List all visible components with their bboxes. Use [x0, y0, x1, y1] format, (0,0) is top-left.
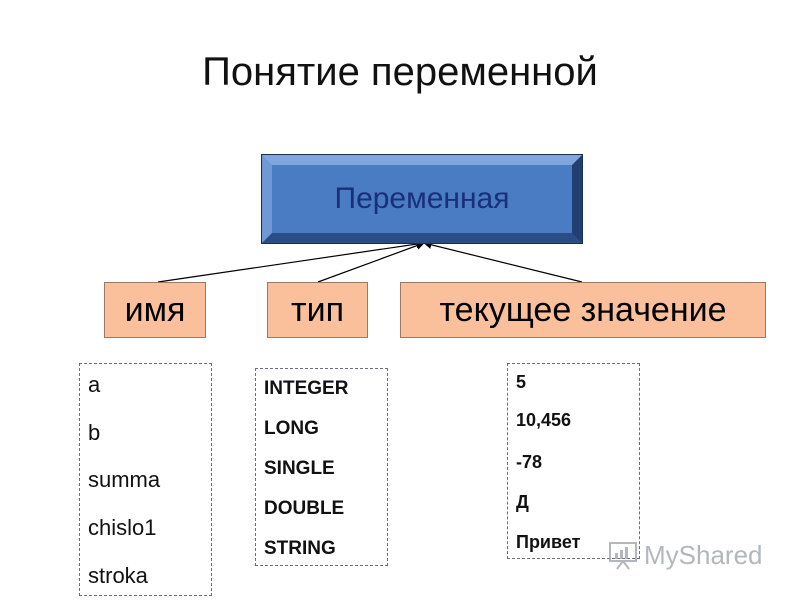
list-item: STRING [264, 538, 336, 559]
values-list: 5 10,456 -78 Д Привет [507, 363, 640, 559]
list-item: -78 [516, 452, 543, 472]
list-item: b [88, 420, 101, 445]
list-item: Д [516, 492, 529, 512]
name-node: имя [104, 282, 206, 338]
list-item: stroka [88, 563, 148, 588]
watermark-text: MyShared [644, 539, 763, 570]
edge-name-to-root [157, 239, 425, 283]
list-item: Привет [516, 532, 581, 552]
value-node-label: текущее значение [439, 290, 727, 329]
list-item: 5 [516, 372, 527, 392]
types-list: INTEGER LONG SINGLE DOUBLE STRING [255, 368, 388, 566]
list-item: LONG [264, 418, 319, 439]
list-item: SINGLE [264, 458, 335, 479]
list-item: summa [88, 467, 161, 492]
type-node-label: тип [291, 290, 344, 329]
variable-root-node: Переменная [261, 154, 583, 244]
list-item: chislo1 [88, 515, 157, 540]
variable-root-label: Переменная [334, 182, 510, 215]
value-node: текущее значение [400, 282, 766, 338]
watermark: MyShared [608, 538, 763, 572]
edge-value-to-root [423, 240, 583, 283]
presentation-icon [608, 540, 638, 570]
list-item: 10,456 [516, 410, 572, 430]
page-title: Понятие переменной [202, 50, 598, 94]
edge-type-to-root [317, 241, 425, 283]
name-node-label: имя [124, 290, 186, 329]
list-item: a [88, 372, 101, 397]
names-list: a b summa chislo1 stroka [79, 363, 212, 596]
type-node: тип [267, 282, 368, 338]
list-item: INTEGER [264, 378, 349, 399]
list-item: DOUBLE [264, 498, 345, 519]
